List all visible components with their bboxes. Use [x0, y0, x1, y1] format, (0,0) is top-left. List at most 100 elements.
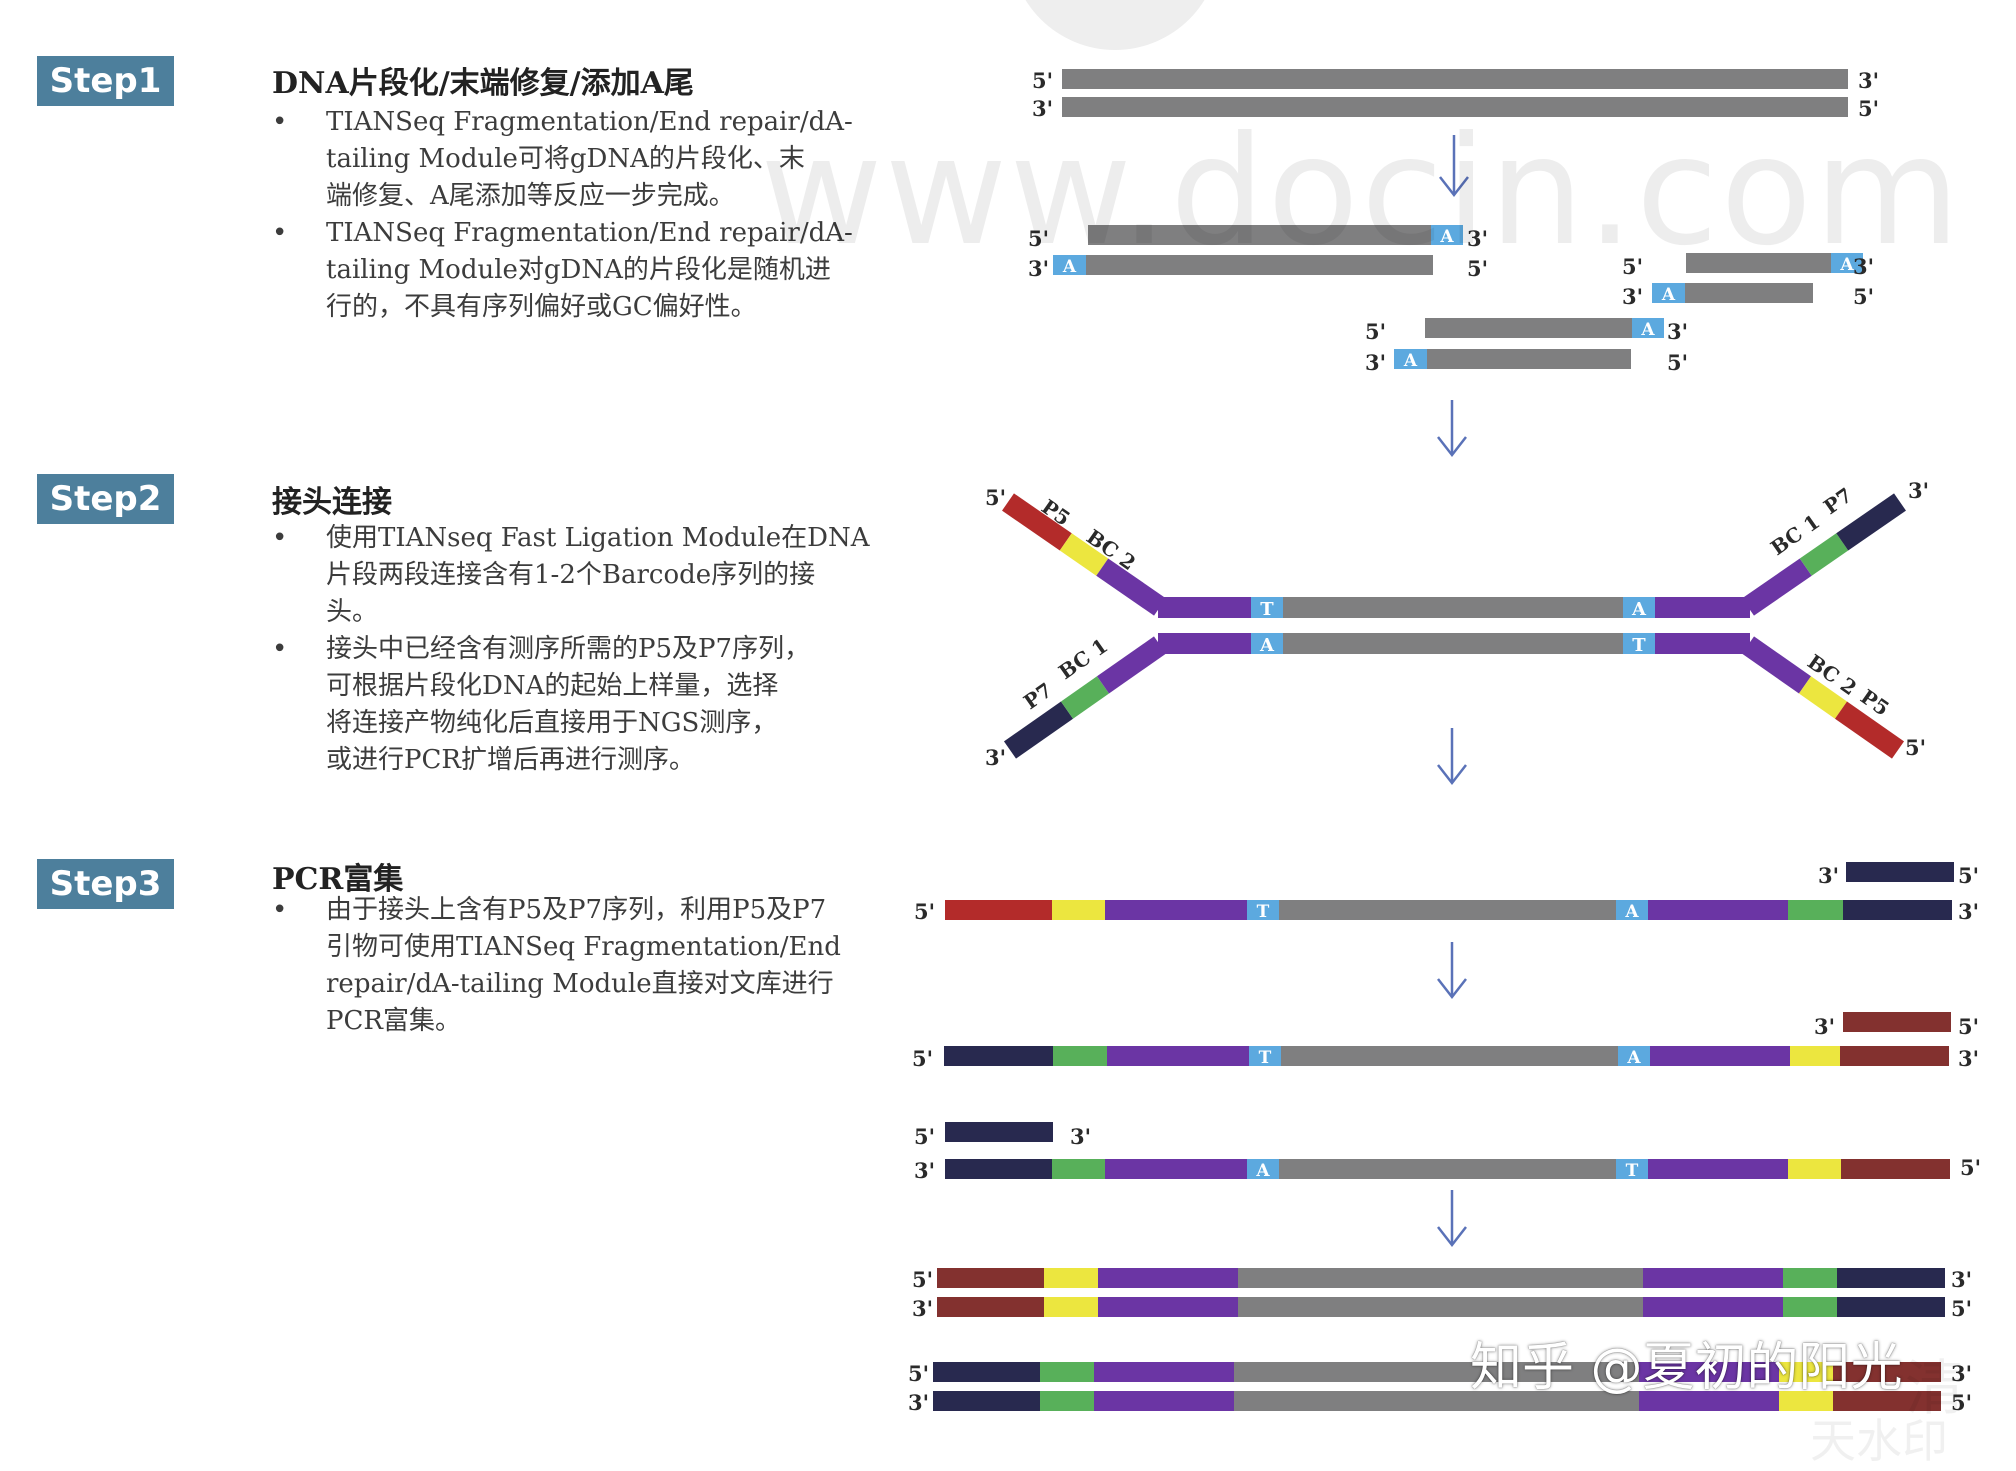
strand-segment-109 [1650, 1046, 1790, 1066]
list-item: • 接头中已经含有测序所需的P5及P7序列， 可根据片段化DNA的起始上样量，选… [270, 631, 890, 779]
process-arrow-head-97 [1437, 978, 1467, 1000]
adapter-arm-segment-45 [1836, 493, 1906, 551]
strand-segment-137 [1783, 1268, 1837, 1288]
label-34: 5' [1365, 319, 1386, 344]
step2-title: 接头连接 [272, 485, 392, 520]
label-69: 5' [1905, 735, 1926, 760]
bullet-text: 使用TIANseq Fast Ligation Module在DNA 片段两段连… [326, 523, 870, 627]
strand-segment-118 [1052, 1159, 1105, 1179]
label-17: 5' [1467, 256, 1488, 281]
label-115: 5' [914, 1124, 935, 1149]
fragment-strand-18 [1686, 253, 1831, 273]
bullet-dot: • [272, 895, 288, 925]
strand-segment-154 [1639, 1362, 1779, 1382]
label-128: 3' [914, 1158, 935, 1183]
label-2: 5' [1032, 68, 1053, 93]
strand-segment-134 [1098, 1268, 1238, 1288]
primer-strand-80 [1846, 862, 1954, 882]
label-95: 3' [1958, 899, 1979, 924]
adapter-arm-segment-51 [1834, 701, 1905, 759]
gdna-strand-1 [1062, 97, 1848, 117]
strand-segment-125 [1648, 1159, 1788, 1179]
fragment-strand-33 [1427, 349, 1631, 369]
label-16: 3' [1028, 256, 1049, 281]
label-149: 5' [1951, 1296, 1972, 1321]
adapter-arm-segment-42 [1096, 558, 1166, 616]
label-67: 3' [1908, 478, 1929, 503]
label-66: 5' [985, 485, 1006, 510]
bullet-dot: • [272, 634, 288, 664]
strand-segment-145 [1643, 1297, 1783, 1317]
corner-watermark-2: 天水印 [1810, 1414, 1948, 1468]
tail-letter-105: T [1259, 1048, 1272, 1068]
tail-box-11 [1053, 255, 1086, 275]
list-item: • 使用TIANseq Fast Ligation Module在DNA 片段两… [270, 520, 890, 631]
strand-segment-92 [1788, 900, 1843, 920]
adapter-arm-segment-50 [1798, 676, 1848, 719]
strand-segment-160 [1040, 1391, 1094, 1411]
adapter-arm-segment-41 [1059, 533, 1109, 576]
strand-segment-164 [1779, 1391, 1833, 1411]
strand-segment-55 [1283, 597, 1623, 618]
strand-segment-58 [1655, 597, 1750, 618]
strand-segment-155 [1779, 1362, 1833, 1382]
label-25: 3' [1853, 254, 1874, 279]
step1-bullets: • TIANSeq Fragmentation/End repair/dA- t… [270, 104, 890, 326]
label-4: 3' [1032, 96, 1053, 121]
strand-segment-59 [1158, 633, 1251, 654]
bullet-text: 由于接头上含有P5及P7序列，利用P5及P7 引物可使用TIANSeq Frag… [326, 895, 841, 1036]
fragment-strand-13 [1086, 255, 1433, 275]
strand-segment-142 [1044, 1297, 1098, 1317]
label-140: 3' [1951, 1267, 1972, 1292]
strand-segment-144 [1238, 1297, 1643, 1317]
tail-letter-121: A [1255, 1161, 1270, 1181]
label-81: 3' [1818, 863, 1839, 888]
tail-letter-90: A [1624, 902, 1639, 922]
strand-segment-152 [1094, 1362, 1234, 1382]
strand-segment-136 [1643, 1268, 1783, 1288]
strand-segment-141 [937, 1297, 1044, 1317]
tail-box-56 [1623, 597, 1655, 618]
tail-box-53 [1251, 597, 1283, 618]
step3-title: PCR富集 [272, 862, 404, 897]
list-item: • TIANSeq Fragmentation/End repair/dA- t… [270, 215, 890, 326]
strand-segment-119 [1105, 1159, 1247, 1179]
strand-segment-62 [1283, 633, 1623, 654]
strand-segment-143 [1098, 1297, 1238, 1317]
label-35: 3' [1667, 319, 1688, 344]
step3-badge: Step3 [37, 859, 174, 909]
label-5: 5' [1858, 96, 1879, 121]
adapter-arm-segment-49 [1741, 636, 1812, 694]
bullet-dot: • [272, 523, 288, 553]
tail-letter-61: A [1259, 635, 1275, 656]
tail-box-107 [1618, 1046, 1650, 1066]
tail-box-89 [1616, 900, 1648, 920]
tail-box-31 [1394, 349, 1427, 369]
strand-segment-153 [1234, 1362, 1639, 1382]
tail-letter-12: A [1062, 257, 1077, 277]
tail-letter-54: T [1260, 599, 1274, 620]
tail-letter-22: A [1661, 285, 1676, 305]
step2-badge: Step2 [37, 474, 174, 524]
primer-strand-114 [945, 1122, 1053, 1142]
step2-bullets: • 使用TIANseq Fast Ligation Module在DNA 片段两… [270, 520, 890, 779]
tail-letter-124: T [1626, 1161, 1639, 1181]
tail-box-86 [1247, 900, 1279, 920]
strand-segment-111 [1840, 1046, 1949, 1066]
strand-segment-93 [1843, 900, 1952, 920]
tail-letter-108: A [1626, 1048, 1641, 1068]
bullet-text: 接头中已经含有测序所需的P5及P7序列， 可根据片段化DNA的起始上样量，选择 … [326, 634, 811, 775]
strand-segment-84 [1052, 900, 1105, 920]
adapter-arm-segment-44 [1799, 533, 1849, 576]
tail-box-123 [1616, 1159, 1648, 1179]
label-116: 3' [1070, 1124, 1091, 1149]
strand-segment-165 [1833, 1391, 1941, 1411]
strand-segment-151 [1040, 1362, 1094, 1382]
label-139: 5' [912, 1267, 933, 1292]
label-68: 3' [985, 745, 1006, 770]
strand-segment-162 [1234, 1391, 1639, 1411]
strand-segment-106 [1281, 1046, 1618, 1066]
strand-segment-133 [1044, 1268, 1098, 1288]
strand-segment-132 [937, 1268, 1044, 1288]
tail-letter-32: A [1403, 351, 1418, 371]
